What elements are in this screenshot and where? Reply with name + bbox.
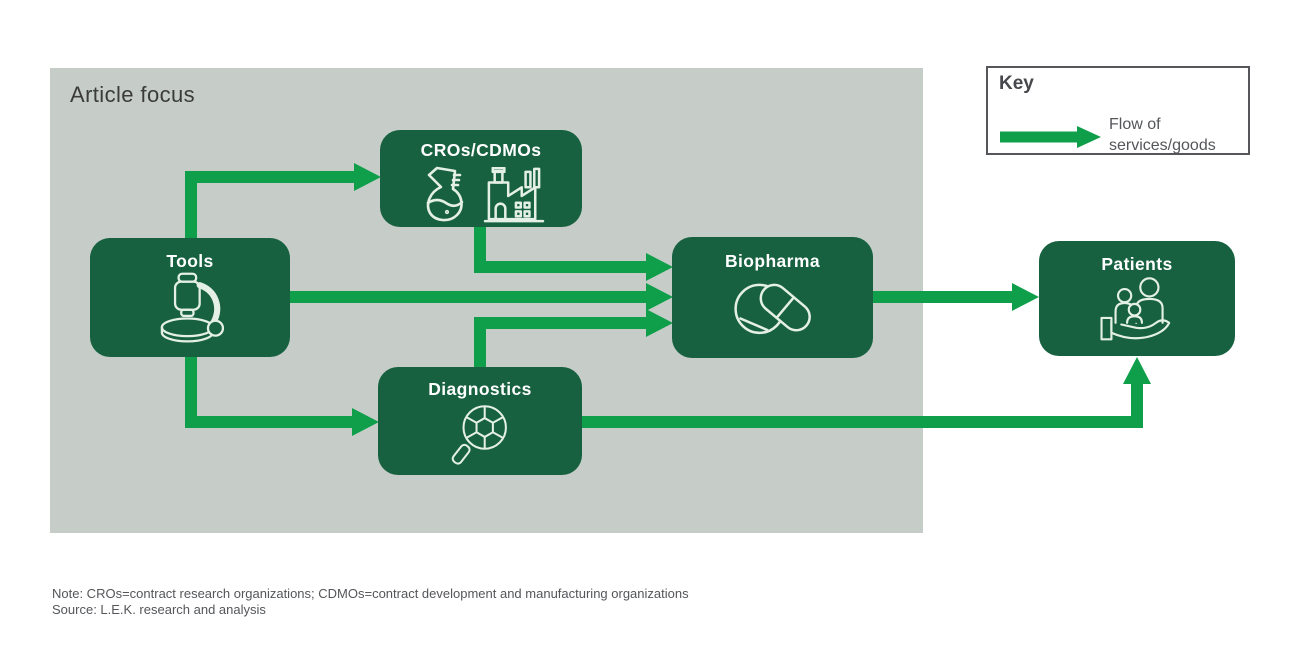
footnotes: Note: CROs=contract research organizatio… — [52, 586, 689, 618]
magnifier-cell-icon — [451, 405, 507, 465]
pills-icon — [733, 283, 811, 335]
node-tools: Tools — [90, 238, 290, 357]
flask-icon — [426, 166, 464, 222]
node-cros-cdmos: CROs/CDMOs — [380, 130, 582, 227]
flow-arrow-icon — [1000, 126, 1101, 148]
node-biopharma-label: Biopharma — [724, 251, 820, 271]
node-biopharma: Biopharma — [672, 237, 873, 358]
source-line: Source: L.E.K. research and analysis — [52, 602, 266, 617]
node-patients: Patients — [1039, 241, 1235, 356]
microscope-icon — [160, 272, 225, 343]
node-patients-label: Patients — [1101, 254, 1173, 274]
cros-cdmos-icons — [417, 165, 545, 223]
key-arrow-label: Flow of services/goods — [1109, 114, 1216, 156]
key-title: Key — [999, 73, 1034, 94]
factory-icon — [483, 167, 545, 223]
key-arrow-label-line2: services/goods — [1109, 137, 1216, 154]
people-in-hand-icon — [1100, 277, 1171, 341]
node-diagnostics: Diagnostics — [378, 367, 582, 475]
key-arrow-label-line1: Flow of — [1109, 116, 1161, 133]
node-diagnostics-label: Diagnostics — [428, 379, 532, 399]
note-line: Note: CROs=contract research organizatio… — [52, 586, 689, 601]
key-box: Key Flow of services/goods — [986, 66, 1250, 155]
node-tools-label: Tools — [166, 251, 214, 271]
article-focus-title: Article focus — [70, 82, 196, 107]
node-cros-cdmos-label: CROs/CDMOs — [420, 140, 542, 160]
